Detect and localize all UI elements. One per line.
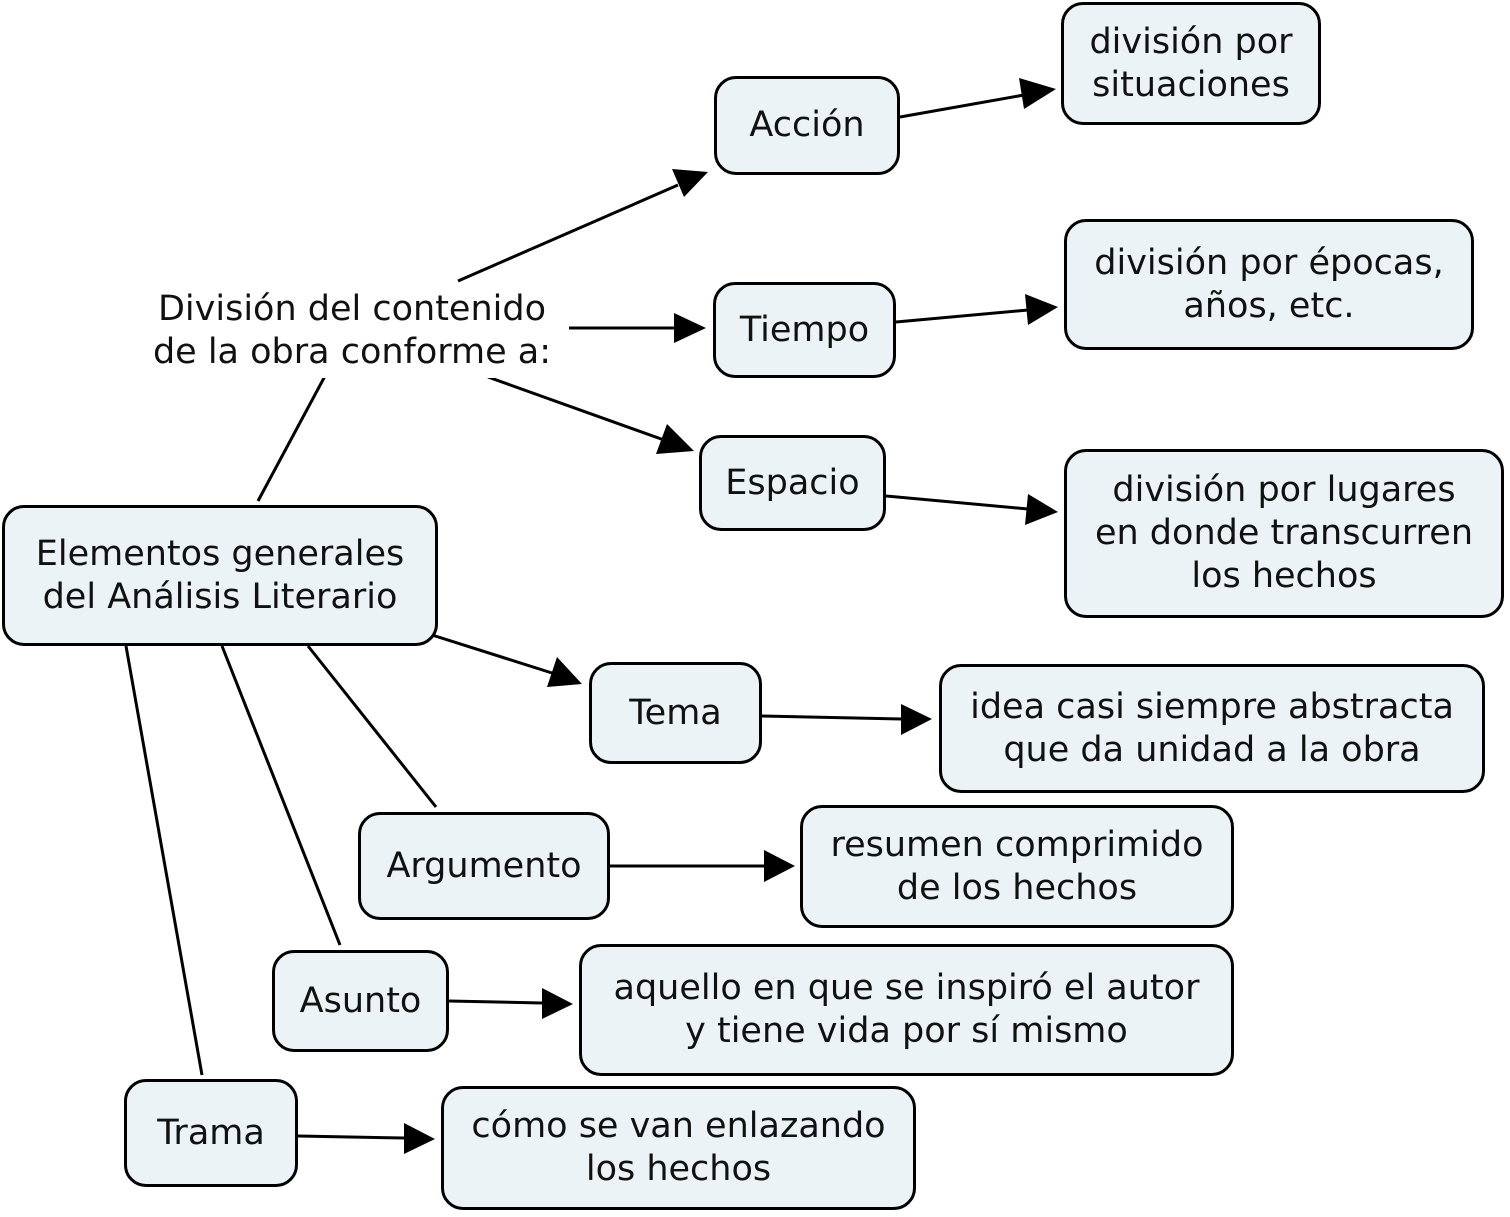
arrowhead-tema-def (901, 704, 932, 735)
asunto-node-text: Asunto (299, 980, 422, 1021)
argumento-node[interactable]: Argumento (358, 812, 610, 920)
espacio-def-node[interactable]: división por lugares en donde transcurre… (1064, 449, 1504, 618)
espacio-def-text: división por lugares en donde transcurre… (1094, 470, 1474, 596)
connector-tiempo-def (895, 308, 1029, 324)
tema-def-node[interactable]: idea casi siempre abstracta que da unida… (939, 664, 1485, 793)
arrowhead-tiempo-def (1025, 294, 1058, 325)
connector-elementos-tema (431, 633, 553, 675)
tema-def-text: idea casi siempre abstracta que da unida… (970, 686, 1454, 770)
connector-division-espacio (487, 375, 665, 442)
connector-division-accion (457, 183, 679, 283)
asunto-def-text: aquello en que se inspiró el autor y tie… (613, 968, 1200, 1051)
argumento-node-text: Argumento (386, 845, 582, 886)
connector-elementos-trama (124, 645, 204, 1076)
connector-elementos-division (256, 375, 327, 502)
connector-asunto-def (448, 999, 543, 1005)
trama-def-node[interactable]: cómo se van enlazando los hechos (441, 1086, 916, 1210)
arrowhead-accion (672, 169, 708, 197)
arrowhead-asunto-def (542, 988, 573, 1019)
arrowhead-espacio (656, 424, 694, 454)
accion-def-text: división por situaciones (1089, 21, 1293, 105)
elementos-node-text: Elementos generales del Análisis Literar… (35, 533, 405, 617)
trama-node[interactable]: Trama (124, 1079, 298, 1187)
tiempo-def-text: división por épocas, años, etc. (1094, 242, 1444, 326)
tiempo-node-text: Tiempo (739, 309, 870, 350)
arrowhead-tiempo (674, 313, 706, 343)
elementos-node[interactable]: Elementos generales del Análisis Literar… (2, 505, 438, 646)
arrowhead-espacio-def (1025, 494, 1058, 525)
arrowhead-argumento-def (764, 850, 795, 882)
espacio-node[interactable]: Espacio (699, 435, 886, 531)
connector-tema-def (761, 714, 903, 721)
accion-node-text: Acción (749, 105, 865, 145)
connector-elementos-argumento (306, 645, 438, 808)
tiempo-node[interactable]: Tiempo (713, 282, 896, 378)
asunto-def-node[interactable]: aquello en que se inspiró el autor y tie… (579, 944, 1234, 1076)
arrowhead-tema (547, 657, 582, 687)
arrowhead-accion-def (1019, 78, 1056, 109)
asunto-node[interactable]: Asunto (272, 950, 449, 1052)
argumento-def-node[interactable]: resumen comprimido de los hechos (800, 805, 1234, 928)
connector-espacio-def (885, 494, 1029, 511)
division-label: División del contenido de la obra confor… (138, 284, 566, 378)
connector-elementos-asunto (220, 645, 342, 946)
tema-node-text: Tema (629, 692, 722, 733)
accion-node[interactable]: Acción (714, 76, 900, 175)
connector-trama-def (297, 1134, 405, 1140)
espacio-node-text: Espacio (725, 462, 860, 503)
arrowhead-trama-def (404, 1123, 435, 1154)
accion-def-node[interactable]: división por situaciones (1061, 2, 1321, 125)
trama-def-text: cómo se van enlazando los hechos (471, 1106, 886, 1189)
tema-node[interactable]: Tema (589, 662, 762, 764)
tiempo-def-node[interactable]: división por épocas, años, etc. (1064, 219, 1474, 350)
argumento-def-text: resumen comprimido de los hechos (830, 824, 1204, 908)
division-label-text: División del contenido de la obra confor… (152, 289, 552, 372)
connector-accion-def (899, 93, 1025, 119)
trama-node-text: Trama (157, 1112, 265, 1153)
